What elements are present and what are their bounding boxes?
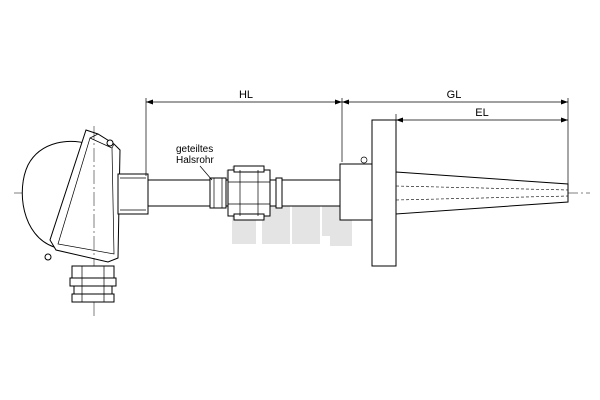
annotation-line-1: geteiltes <box>176 144 213 155</box>
neck-tube-right <box>269 177 341 209</box>
dimension-label-el: EL <box>475 107 488 119</box>
dimension-gl: GL <box>342 89 568 105</box>
head-socket <box>117 173 149 215</box>
annotation-leader <box>199 165 213 181</box>
protection-tube <box>395 171 569 215</box>
extension-lines <box>145 98 569 184</box>
annotation-line-2: Halsrohr <box>176 155 214 166</box>
connection-head <box>21 126 121 318</box>
annotation-split-neck-tube: geteiltes Halsrohr <box>176 144 214 181</box>
screw-icon <box>106 139 114 147</box>
cable-gland <box>69 265 117 303</box>
screw-icon <box>44 253 52 261</box>
flange-hub <box>339 156 373 221</box>
dimension-label-hl: HL <box>239 89 253 101</box>
neck-tube-left <box>147 177 231 209</box>
dimension-hl: HL <box>146 89 342 105</box>
flange <box>371 119 397 267</box>
union-nut <box>227 165 271 221</box>
dimension-label-gl: GL <box>447 89 462 101</box>
dimension-el: EL <box>396 107 568 123</box>
